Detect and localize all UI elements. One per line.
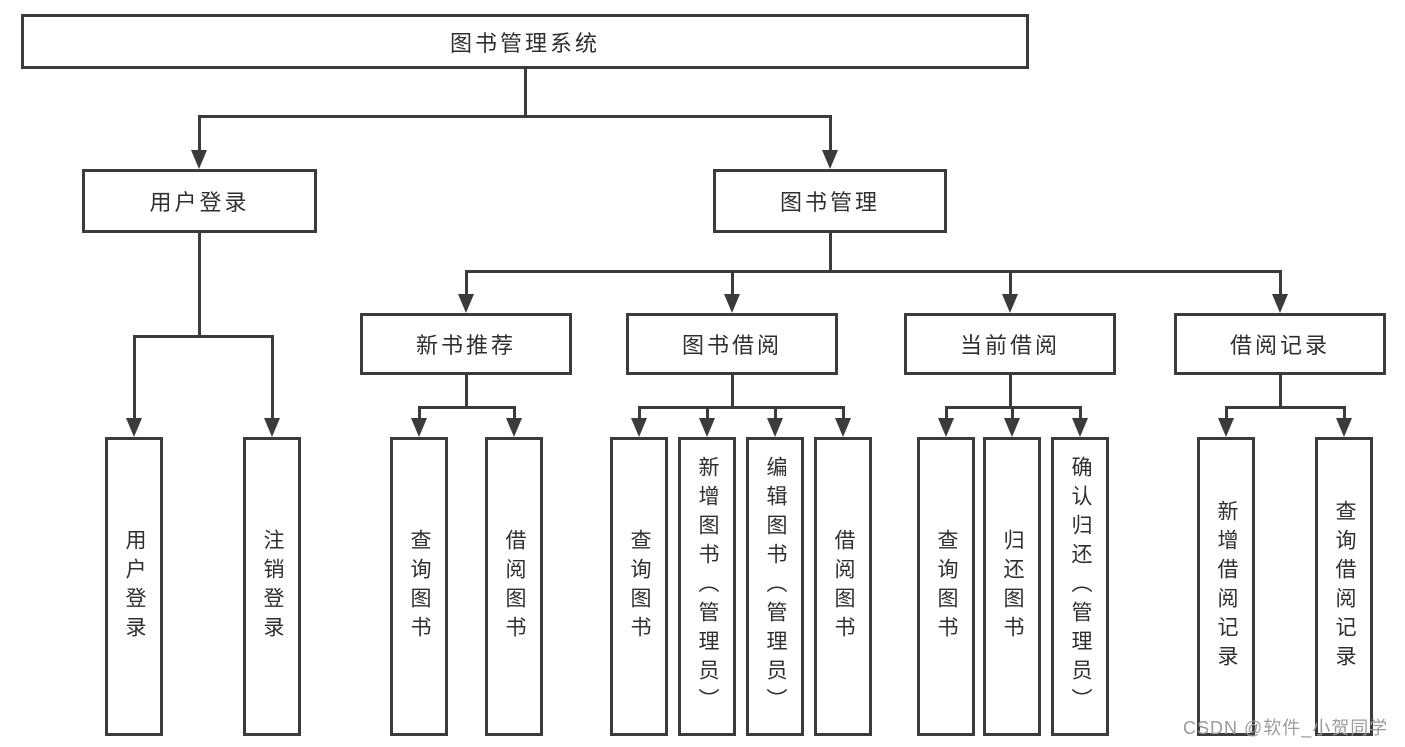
- arrow-down-icon: [191, 150, 207, 169]
- connector-line: [1225, 406, 1228, 420]
- connector-line: [774, 406, 777, 420]
- leaf-query-book-current: 查询图书: [917, 437, 975, 736]
- arrow-down-icon: [938, 418, 954, 437]
- arrow-down-icon: [1218, 418, 1234, 437]
- arrow-down-icon: [1072, 418, 1088, 437]
- leaf-edit-book-admin: 编辑图书（管理员）: [746, 437, 804, 736]
- connector-line: [842, 406, 845, 420]
- connector-line: [706, 406, 709, 420]
- leaf-borrow-book: 借阅图书: [814, 437, 872, 736]
- connector-line: [198, 233, 201, 337]
- leaf-return-book: 归还图书: [983, 437, 1041, 736]
- arrow-down-icon: [458, 294, 474, 313]
- leaf-confirm-return-admin: 确认归还（管理员）: [1051, 437, 1109, 736]
- csdn-watermark: CSDN @软件_小贺同学: [1183, 718, 1389, 738]
- connector-line: [829, 115, 832, 152]
- arrow-down-icon: [767, 418, 783, 437]
- connector-line: [418, 406, 515, 409]
- connector-line: [465, 270, 1281, 273]
- arrow-down-icon: [1272, 294, 1288, 313]
- connector-line: [638, 406, 641, 420]
- connector-line: [198, 115, 832, 118]
- node-book-management: 图书管理: [713, 169, 947, 233]
- connector-line: [731, 375, 734, 408]
- leaf-borrow-book-recommend: 借阅图书: [485, 437, 543, 736]
- connector-line: [945, 406, 948, 420]
- connector-line: [1009, 375, 1012, 408]
- connector-line: [465, 375, 468, 408]
- leaf-query-borrow-record: 查询借阅记录: [1315, 437, 1373, 736]
- node-root-library-system: 图书管理系统: [21, 14, 1029, 69]
- connector-line: [1279, 375, 1282, 408]
- arrow-down-icon: [1004, 418, 1020, 437]
- leaf-add-book-admin: 新增图书（管理员）: [678, 437, 736, 736]
- connector-line: [829, 233, 832, 272]
- connector-line: [1079, 406, 1082, 420]
- connector-line: [133, 335, 136, 420]
- arrow-down-icon: [1002, 294, 1018, 313]
- connector-line: [1279, 270, 1282, 296]
- connector-line: [1011, 406, 1014, 420]
- connector-line: [524, 69, 527, 117]
- node-new-book-recommend: 新书推荐: [360, 313, 572, 375]
- connector-line: [418, 406, 421, 420]
- connector-line: [1009, 270, 1012, 296]
- leaf-query-book-borrow: 查询图书: [610, 437, 668, 736]
- arrow-down-icon: [264, 418, 280, 437]
- arrow-down-icon: [699, 418, 715, 437]
- connector-line: [513, 406, 516, 420]
- leaf-user-login: 用户登录: [105, 437, 163, 736]
- arrow-down-icon: [724, 294, 740, 313]
- connector-line: [271, 335, 274, 420]
- leaf-logout-login: 注销登录: [243, 437, 301, 736]
- connector-line: [731, 270, 734, 296]
- connector-line: [1225, 406, 1345, 409]
- leaf-query-book-recommend: 查询图书: [390, 437, 448, 736]
- connector-line: [465, 270, 468, 296]
- connector-line: [1343, 406, 1346, 420]
- node-current-borrow: 当前借阅: [904, 313, 1116, 375]
- arrow-down-icon: [411, 418, 427, 437]
- arrow-down-icon: [822, 150, 838, 169]
- arrow-down-icon: [631, 418, 647, 437]
- arrow-down-icon: [126, 418, 142, 437]
- node-user-login: 用户登录: [82, 169, 317, 233]
- leaf-add-borrow-record: 新增借阅记录: [1197, 437, 1255, 736]
- connector-line: [133, 335, 273, 338]
- node-book-borrow: 图书借阅: [626, 313, 838, 375]
- connector-line: [198, 115, 201, 152]
- node-borrow-records: 借阅记录: [1174, 313, 1386, 375]
- arrow-down-icon: [506, 418, 522, 437]
- arrow-down-icon: [1336, 418, 1352, 437]
- connector-line: [638, 406, 844, 409]
- arrow-down-icon: [835, 418, 851, 437]
